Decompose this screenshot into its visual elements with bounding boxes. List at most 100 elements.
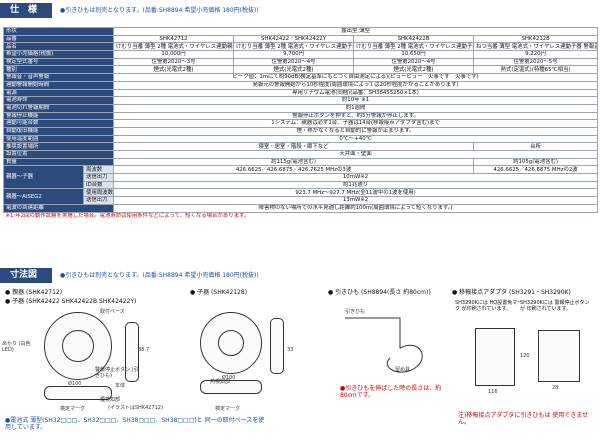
radio-group-label: 親器〜子器 [3,165,84,190]
radio-row-label: ID台数 [82,180,115,190]
dim-label-4: 本体 [115,383,126,389]
spec-cell: ピーク値：1mにて約90dB(検定基準にもとづく自由測定による)(ピューピュー … [113,73,599,82]
heat-drawing-side [270,318,284,374]
radio-row-label: 送信出力 [82,173,115,182]
spec-row-label: 形状 [2,27,115,36]
spec-cell: 煙・熱がなくなると自動的に警報が止まります。 [113,126,599,136]
pull-cord-drawing [345,317,423,373]
spec-row: 電池切れ警報期間約1週間 [2,103,599,113]
dim-label-2: あかり (白色LED) [2,341,31,353]
adapter-drawing-side [538,330,580,382]
spec-cell: 約10年 ※1 [113,96,599,105]
spec-cell: けむり当番 薄型 2種 電池式・ワイヤレス連動親器・あかり付 警報音・音声警報・… [113,42,235,52]
spec-row-label: 品名 [2,42,115,52]
spec-cell: 約105g(電池含む) [473,157,599,167]
spec-cell: 寝室・居室・階段・廊下など [113,142,475,151]
spec-row-label: 使用温度範囲 [2,134,115,144]
adapter-note2: SH3290Kには 警報停止ボタンが 印刷されています。 [520,300,590,312]
radio-row: 電波の到達距離障害物のない場所での水平見通し距離約100m(周囲環境によって短く… [2,203,599,213]
adapter-drawing-front [475,328,515,386]
spec-row: 検定型式番号住警第2020〜3号住警第2020〜4号住警第2020〜4号住警第2… [2,57,599,67]
spec-cell: 9,700円 [233,50,355,59]
dimension-title: 寸法図 [0,268,52,283]
dim-label-11: 留め具 [395,367,411,373]
spec-row-label: 自動復旧機能 [2,126,115,136]
spec-title: 仕 様 [0,3,52,18]
spec-cell: 10,650円 [353,50,475,59]
spec-cell: SHK42712 [113,34,235,44]
spec-row: 警報音・音声警報ピーク値：1mにて約90dB(検定基準にもとづく自由測定による)… [2,73,599,82]
spec-row: 連動警報開始時間発報元の警報開始から10秒程度(周囲環境によっては20秒程度かか… [2,80,599,90]
radio-cell: 10mW※2 [113,173,599,182]
spec-row-label: 警報停止機能 [2,111,115,121]
dim-num-1: Ø100 [222,375,236,381]
spec-cell: 天井面・壁面 [113,150,599,159]
dim-num-0: Ø100 [68,381,82,387]
spec-row: 種別煙式(光電式2種)煙式(光電式2種)煙式(光電式2種)熱式(定温式)(特種6… [2,65,599,75]
spec-row-label: 連動可能台数 [2,119,115,128]
detector-drawing-inner [62,330,94,362]
spec-cell: 煙式(光電式2種) [353,65,475,75]
radio-cell: 426.6625／426.6875／426.7625 MHzの3波 [113,165,475,175]
radio-row: ID台数約1兆通り [4,180,599,190]
dimension-note: ●引きひもは別売となります。(品番:SH8894 希望小売価格 180円(税抜)… [60,272,259,279]
radio-cell: 障害物のない場所での水平見通し距離約100m(周囲環境によって短くなります。) [113,203,599,213]
spec-cell: けむり当番 薄型 2種 電池式・ワイヤレス連動子器・あかり付 警報音・音声警報・… [233,42,355,52]
dim-num-7: 120 [520,353,530,359]
spec-cell: 警報停止ボタンを押すと、約5分警報が停止します。 [113,111,599,121]
spec-row: 設置位置天井面・壁面 [2,150,599,159]
pull-cord-note: ●引きひもを伸ばした時の長さは、約80cmです。 [340,385,442,399]
radio-row-label: 使用周波数 [82,188,115,198]
radio-cell: 約1兆通り [113,180,599,190]
dim-num-3: 38.7 [138,347,150,353]
spec-row-label: 連動警報開始時間 [2,80,115,90]
spec-cell: 煙式(光電式2種) [233,65,355,75]
detector-drawing-bottom [44,386,112,400]
dim-label-10: 引きひも [345,309,366,315]
spec-cell: けむり当番 薄型 2種 電池式・ワイヤレス連動子器・あかり付 警報音・音声警報・… [353,42,475,52]
spec-cell: 住警第2020〜3号 [113,57,235,67]
spec-row-label: 質量 [2,157,115,167]
spec-row-label: 検定型式番号 [2,57,115,67]
spec-row-label: 希望小売価格(税抜) [2,50,115,59]
dim-label-5: (イラストはSHK42712) [108,405,163,411]
ko-label: ● 子器 (SHK42422 SHK42422B SHK42422Y) [5,298,137,305]
spec-row-label: 品番 [2,34,115,44]
dim-num-9: 28 [552,385,559,391]
spec-row: 推奨設置場所寝室・居室・階段・廊下など台所 [2,142,599,151]
spec-cell: 住警第2020〜4号 [353,57,475,67]
radio-row-label: 周波数 [82,165,115,175]
dim-label-9: 検定マーク [215,406,241,412]
spec-row-label: 警報音・音声警報 [2,73,115,82]
dim-num-5: 33 [287,347,294,353]
heat-drawing-inner [218,330,244,356]
spec-section: 仕 様 ●引きひもは別売となります。(品番:SH8894 希望小売価格 180円… [0,3,599,220]
spec-row: 形状露出型 薄型 [2,27,599,36]
radio-group2-label: 親器〜AiSEG2 [3,188,84,205]
spec-cell: SHK42128 [473,34,599,44]
spec-row-label: 推奨設置場所 [2,142,115,151]
adapter-note1: SH3290Kには HQ設置免マーク が印刷されています。 [455,300,523,312]
spec-footnote: ※1:年2回の動作試験を実施した場合。電池寿命は使用条件などによって、短くなる場… [5,212,250,219]
spec-cell: 台所 [473,142,599,151]
spec-cell: 熱式(定温式)(特種65℃相当) [473,65,599,75]
radio-row-label: 送信出力 [82,196,115,205]
footnote-row: ※1:年2回の動作試験を実施した場合。電池寿命は使用条件などによって、短くなる場… [4,212,598,220]
spec-row: 電源専用リチウム電池(同梱)(品番：SH38455250×1本) [2,88,599,98]
ko2-label: ● 子器 (SHK42128) [190,289,248,296]
spec-row: 質量約115g(電池含む)約105g(電池含む) [2,157,599,167]
dim-label-8: 熱検知部 [210,379,231,385]
bottom-note: ●電池式 薄型(SH32□□□、SH32□□□、SH38□□□、SH38□□□)… [5,417,265,431]
spec-row-label: 設置位置 [2,150,115,159]
spec-cell: 露出型 薄型 [113,27,599,36]
radio-cell: 426.6625／426.6875 MHzの2波 [473,165,599,175]
spec-row: 電池寿命約10年 ※1 [2,96,599,105]
oya-label: ● 親器 (SHK42712) [5,289,63,296]
